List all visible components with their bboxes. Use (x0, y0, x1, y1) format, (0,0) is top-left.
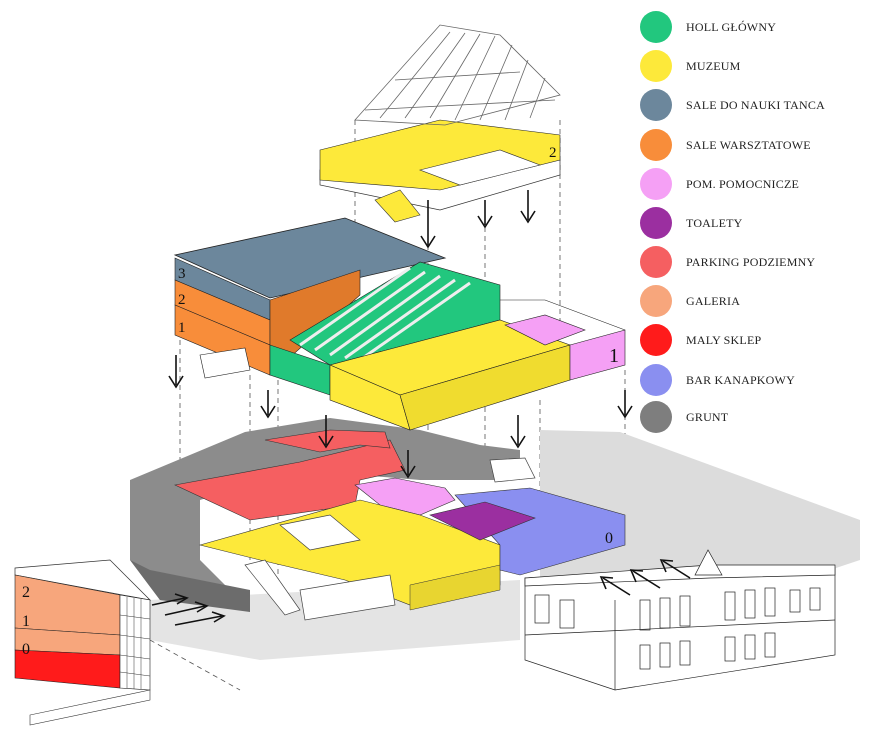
arrow-right-icon (164, 601, 209, 616)
floor-label-ground-0: 0 (605, 530, 613, 547)
main-hall-trusses (299, 266, 471, 362)
legend-label: MALY SKLEP (686, 332, 762, 347)
legend-label: HOLL GŁÓWNY (686, 19, 777, 34)
arrow-down-icon (520, 190, 536, 224)
legend-swatch (640, 207, 672, 239)
ground-plate (540, 430, 860, 600)
floor-label-gallery-1: 1 (22, 613, 30, 630)
legend-label: GRUNT (686, 409, 729, 424)
parking-tongue (264, 429, 391, 453)
arrow-down-icon (510, 415, 526, 449)
legend-item-toalety: TOALETY (640, 207, 743, 239)
floor-label-main-2: 2 (178, 292, 186, 308)
arrow-down-icon (477, 200, 493, 229)
gallery-plinth (29, 689, 151, 726)
ground-level (130, 418, 860, 660)
main-level-edge (500, 299, 626, 331)
main-level (173, 217, 626, 431)
legend-swatch (640, 11, 672, 43)
historic-building (524, 549, 836, 691)
arrow-down-icon (260, 390, 276, 419)
legend-item-parking-podziemny: PARKING PODZIEMNY (640, 246, 816, 278)
grunt-terrain (130, 418, 520, 610)
legend-item-bar-kanapkowy: BAR KANAPKOWY (640, 364, 795, 396)
legend-item-maly-sklep: MALY SKLEP (640, 324, 762, 356)
legend-item-pom-pomocnicze: POM. POMOCNICZE (640, 168, 800, 200)
legend-swatch (640, 129, 672, 161)
floor-label-main-3: 3 (178, 266, 186, 282)
legend-item-sale-warsztatowe: SALE WARSZTATOWE (640, 129, 811, 161)
historic-facade (524, 567, 836, 691)
museum-ground-front (409, 564, 501, 611)
entrance-plate (199, 347, 251, 379)
legend-label: TOALETY (686, 215, 743, 230)
arrow-down-icon (400, 450, 416, 479)
legend-swatch (640, 50, 672, 82)
legend-swatch (640, 364, 672, 396)
floor-label-main-1: 1 (178, 320, 186, 336)
historic-windows (534, 587, 821, 670)
historic-tower (694, 549, 723, 576)
legend-swatch (640, 285, 672, 317)
legend-label: MUZEUM (686, 58, 741, 73)
arrow-upleft-icon (659, 559, 691, 579)
floor-label-roof-2: 2 (549, 145, 557, 161)
legend-label: SALE DO NAUKI TANCA (686, 97, 825, 112)
legend-item-grunt: GRUNT (640, 401, 729, 433)
arrow-down-icon (617, 390, 633, 419)
arrow-right-icon (151, 593, 189, 606)
aux-rooms-main (504, 314, 586, 346)
gallery-building (14, 559, 152, 726)
legend-label: GALERIA (686, 293, 741, 308)
legend-item-holl-glowny: HOLL GŁÓWNY (640, 11, 777, 43)
ground-stairs (244, 457, 536, 621)
top-level-opening (418, 149, 542, 186)
gallery-glass-grid (119, 597, 151, 689)
legend-label: SALE WARSZTATOWE (686, 137, 811, 152)
arrow-upleft-icon (599, 576, 631, 596)
floor-label-gallery-2: 2 (22, 584, 30, 601)
legend-label: PARKING PODZIEMNY (686, 254, 816, 269)
grunt-terrain-front (130, 560, 250, 612)
legend-item-sale-do-nauki-tanca: SALE DO NAUKI TANCA (640, 89, 825, 121)
legend-swatch (640, 401, 672, 433)
legend-item-galeria: GALERIA (640, 285, 741, 317)
arrow-down-icon (420, 200, 436, 249)
legend-swatch (640, 168, 672, 200)
legend-swatch (640, 89, 672, 121)
floor-label-main-1-right: 1 (609, 345, 619, 367)
shop-level-0 (14, 649, 121, 689)
arrow-down-icon (168, 355, 184, 389)
arrow-upleft-icon (629, 569, 661, 589)
legend-swatch (640, 246, 672, 278)
arrow-down-icon (318, 415, 334, 449)
legend-label: POM. POMOCNICZE (686, 176, 800, 191)
roof-truss (354, 24, 561, 126)
aux-rooms-main-side (569, 329, 626, 381)
top-stair (374, 189, 421, 223)
gallery-side-glass (119, 594, 151, 691)
top-level (319, 24, 561, 223)
parking-area (174, 439, 406, 521)
arrow-right-icon (174, 611, 226, 626)
floor-label-gallery-0: 0 (22, 641, 30, 658)
legend-label: BAR KANAPKOWY (686, 372, 795, 387)
toilets-area (429, 501, 536, 541)
dance-halls-roof (173, 217, 447, 299)
legend-item-muzeum: MUZEUM (640, 50, 741, 82)
arrows (151, 190, 691, 626)
legend-swatch (640, 324, 672, 356)
